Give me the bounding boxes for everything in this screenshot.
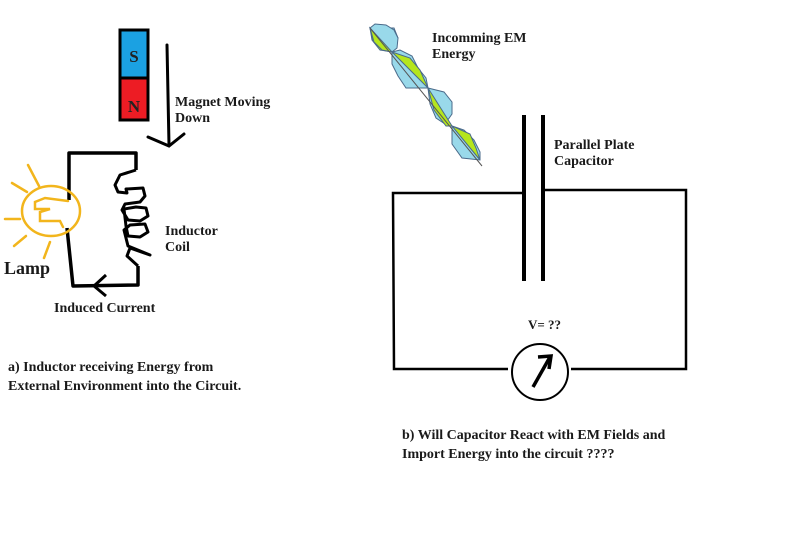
inductor-coil-label-line1: Inductor [165, 224, 218, 239]
caption-a-line2: External Environment into the Circuit. [8, 379, 242, 394]
voltmeter-icon [511, 343, 569, 401]
magnet-north-letter: N [128, 97, 141, 116]
capacitor-label-line1: Parallel Plate [554, 138, 635, 153]
current-arrow-icon [91, 273, 108, 298]
capacitor-circuit-wire [391, 188, 688, 371]
induced-current-label: Induced Current [54, 301, 156, 316]
inductor-coil-label-line2: Coil [165, 240, 190, 256]
parallel-plate-capacitor [522, 115, 545, 281]
capacitor-label-line2: Capacitor [554, 154, 614, 170]
magnet-motion-label: Magnet Moving Down [175, 95, 270, 127]
magnet-north-pole [118, 76, 150, 122]
lamp-label: Lamp [4, 258, 51, 278]
inductor-circuit-wire [65, 151, 140, 288]
caption-b-line2: Import Energy into the circuit ???? [402, 447, 615, 462]
inductor-coil-label: Inductor Coil [165, 224, 218, 256]
capacitor-label: Parallel Plate Capacitor [554, 138, 634, 170]
em-wave-icon [368, 23, 483, 167]
caption-a-line1: a) Inductor receiving Energy from [8, 360, 214, 375]
em-wave-label: Incomming EM Energy [432, 31, 527, 63]
bar-magnet: S N [118, 28, 150, 122]
magnet-south-letter: S [129, 47, 138, 66]
down-arrow-icon [146, 43, 186, 148]
caption-b: b) Will Capacitor React with EM Fields a… [402, 426, 665, 464]
em-wave-label-line1: Incomming EM [432, 31, 527, 46]
voltmeter-reading-label: V= ?? [528, 317, 562, 332]
inductor-coil [113, 168, 152, 268]
caption-a: a) Inductor receiving Energy from Extern… [8, 358, 241, 396]
em-wave-label-line2: Energy [432, 47, 476, 63]
magnet-motion-label-line2: Down [175, 111, 211, 127]
magnet-motion-label-line1: Magnet Moving [175, 95, 271, 110]
caption-b-line1: b) Will Capacitor React with EM Fields a… [402, 428, 666, 443]
lamp-icon [3, 163, 82, 260]
